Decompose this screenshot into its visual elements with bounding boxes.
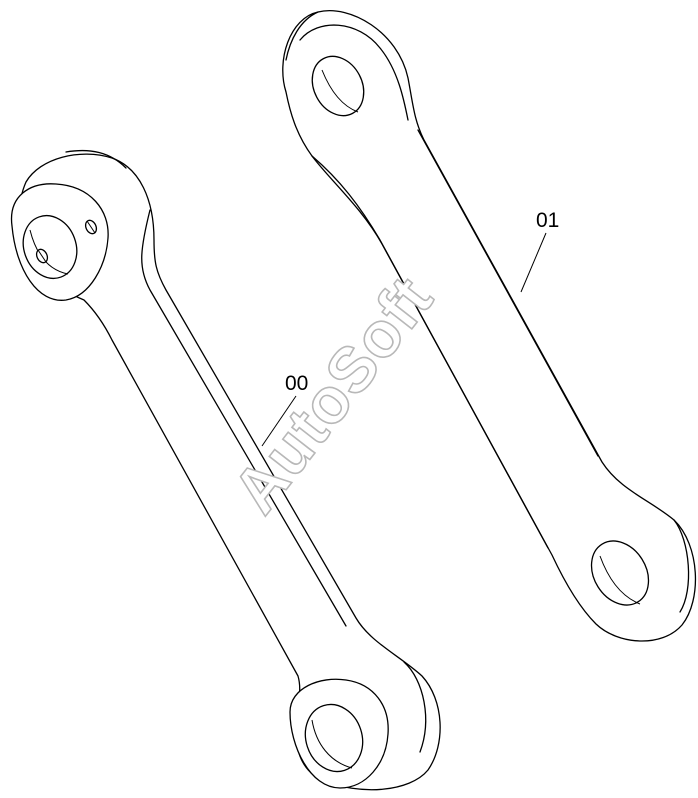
upper-hole [311, 55, 365, 117]
link-01 [282, 10, 697, 642]
callout-01-leader [520, 232, 547, 293]
upper-boss [10, 183, 109, 301]
callout-00-label: 00 [285, 372, 308, 395]
link-00 [10, 149, 441, 791]
watermark-text: AutoSoft [219, 263, 447, 526]
lower-boss [289, 678, 389, 789]
lower-hole [590, 540, 650, 606]
callout-01: 01 [520, 209, 559, 293]
callout-01-label: 01 [536, 209, 559, 232]
callout-00: 00 [261, 372, 308, 447]
callout-00-leader [261, 395, 297, 447]
